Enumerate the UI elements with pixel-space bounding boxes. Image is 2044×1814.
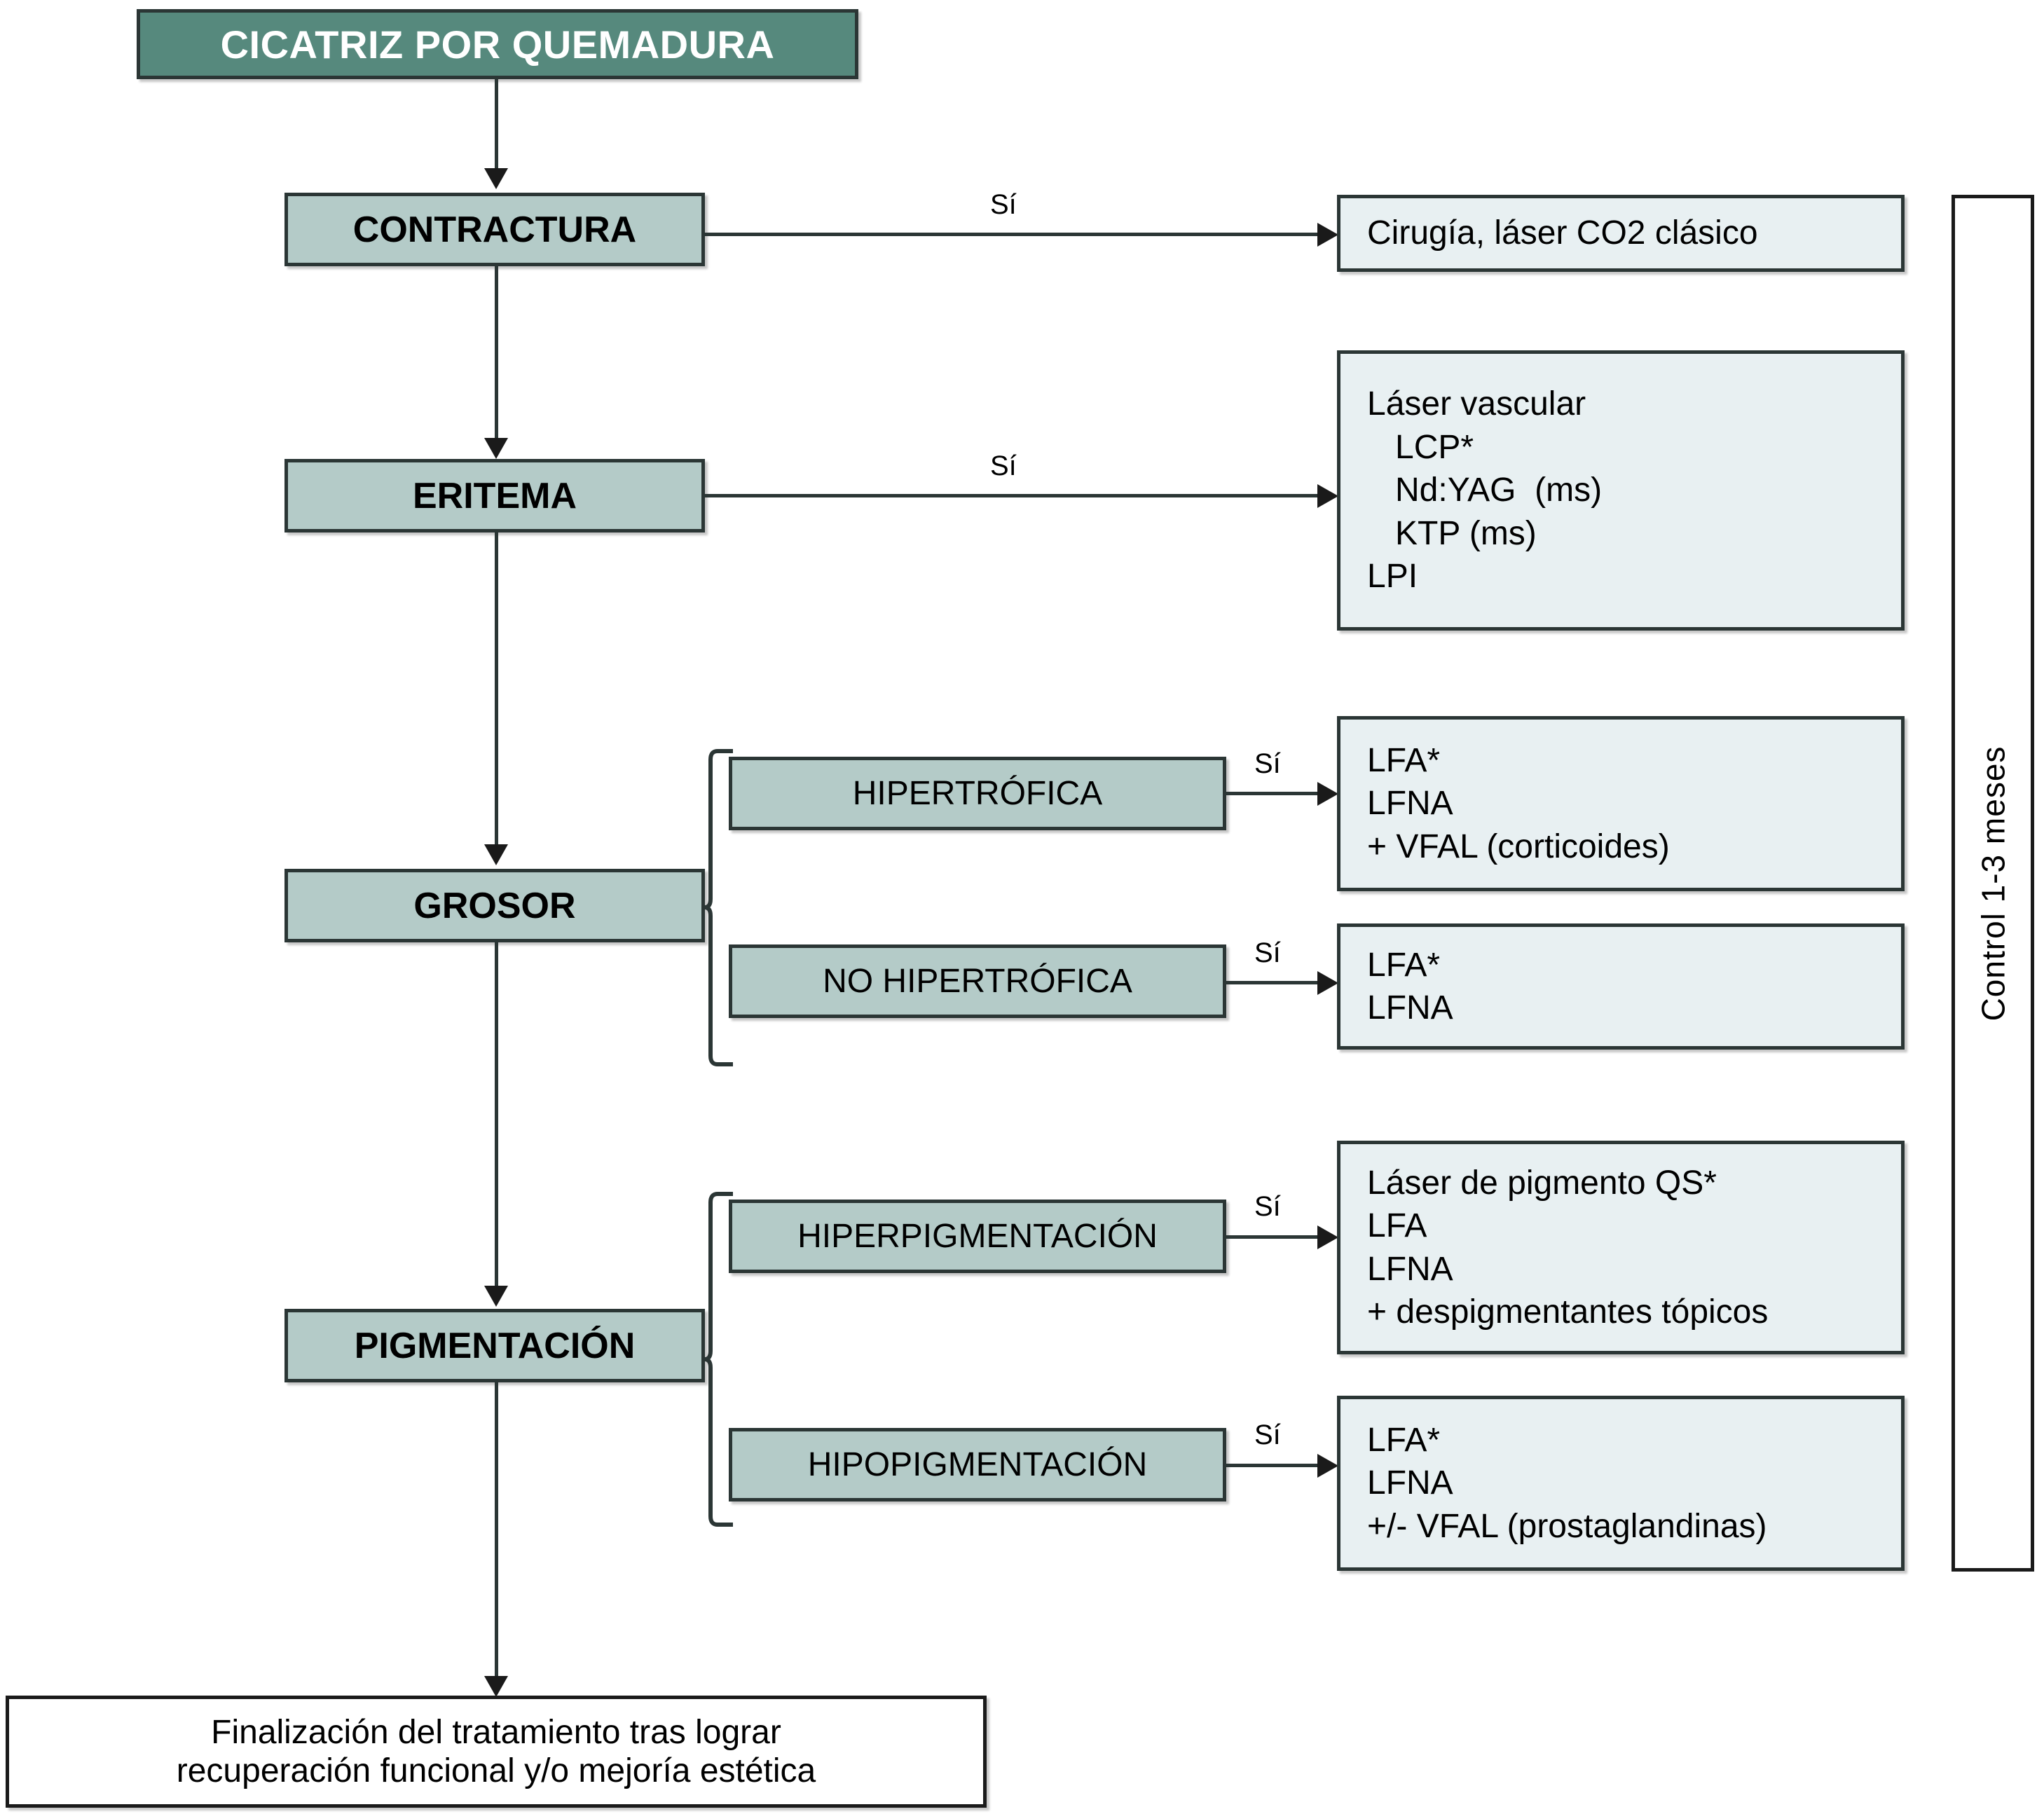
- treatment-box-hiperpigmentacion: Láser de pigmento QS* LFA LFNA + despigm…: [1337, 1141, 1905, 1354]
- subnode-box-hipopigmentacion[interactable]: HIPOPIGMENTACIÓN: [729, 1428, 1226, 1502]
- final-outcome-box: Finalización del tratamiento tras lograr…: [6, 1696, 987, 1808]
- connector-no-hipertrofica-to-treatment: [1226, 981, 1324, 984]
- connector-hipertrofica-to-treatment: [1226, 792, 1324, 795]
- arrow-eritema-to-treatment: [1317, 484, 1338, 508]
- final-line-2: recuperación funcional y/o mejoría estét…: [176, 1752, 816, 1789]
- stage-box-contractura[interactable]: CONTRACTURA: [284, 193, 705, 266]
- treatment-box-contractura: Cirugía, láser CO2 clásico: [1337, 195, 1905, 272]
- yes-label-contractura: Sí: [990, 189, 1017, 220]
- title-label: CICATRIZ POR QUEMADURA: [220, 22, 775, 67]
- arrow-contractura-to-eritema: [484, 438, 508, 459]
- bracket-pigmentacion: [705, 1191, 736, 1527]
- yes-label-eritema: Sí: [990, 451, 1017, 481]
- treatment-text-hipopigmentacion: LFA* LFNA +/- VFAL (prostaglandinas): [1367, 1421, 1767, 1545]
- treatment-text-eritema: Láser vascular LCP* Nd:YAG (ms) KTP (ms)…: [1367, 385, 1603, 596]
- connector-hipopigmentacion-to-treatment: [1226, 1464, 1324, 1467]
- arrow-pigmentacion-to-final: [484, 1676, 508, 1697]
- yes-label-hipopigmentacion: Sí: [1254, 1420, 1281, 1450]
- yes-label-hipertrofica: Sí: [1254, 748, 1281, 779]
- arrow-contractura-to-treatment: [1317, 223, 1338, 247]
- bracket-grosor: [705, 748, 736, 1067]
- stage-box-grosor[interactable]: GROSOR: [284, 869, 705, 942]
- arrow-title-to-contractura: [484, 168, 508, 189]
- connector-contractura-to-eritema: [495, 266, 498, 445]
- arrow-hiperpigmentacion-to-treatment: [1317, 1225, 1338, 1249]
- treatment-text-hipertrofica: LFA* LFNA + VFAL (corticoides): [1367, 741, 1670, 865]
- stage-label-contractura: CONTRACTURA: [352, 209, 637, 250]
- arrow-grosor-to-pigmentacion: [484, 1286, 508, 1307]
- control-period-label: Control 1-3 meses: [1975, 745, 2012, 1021]
- subnode-box-no-hipertrofica[interactable]: NO HIPERTRÓFICA: [729, 944, 1226, 1018]
- stage-label-eritema: ERITEMA: [413, 475, 577, 516]
- stage-box-pigmentacion[interactable]: PIGMENTACIÓN: [284, 1309, 705, 1382]
- stage-box-eritema[interactable]: ERITEMA: [284, 459, 705, 532]
- treatment-box-no-hipertrofica: LFA* LFNA: [1337, 923, 1905, 1050]
- treatment-box-hipertrofica: LFA* LFNA + VFAL (corticoides): [1337, 716, 1905, 891]
- connector-pigmentacion-to-final: [495, 1382, 498, 1684]
- connector-contractura-to-treatment: [705, 233, 1324, 236]
- arrow-eritema-to-grosor: [484, 844, 508, 865]
- subnode-label-hipopigmentacion: HIPOPIGMENTACIÓN: [807, 1446, 1148, 1483]
- subnode-label-hiperpigmentacion: HIPERPIGMENTACIÓN: [797, 1218, 1158, 1255]
- stage-label-pigmentacion: PIGMENTACIÓN: [354, 1325, 636, 1366]
- yes-label-hiperpigmentacion: Sí: [1254, 1191, 1281, 1222]
- treatment-box-eritema: Láser vascular LCP* Nd:YAG (ms) KTP (ms)…: [1337, 350, 1905, 631]
- stage-label-grosor: GROSOR: [413, 885, 576, 926]
- arrow-hipopigmentacion-to-treatment: [1317, 1454, 1338, 1478]
- treatment-text-hiperpigmentacion: Láser de pigmento QS* LFA LFNA + despigm…: [1367, 1164, 1769, 1331]
- subnode-label-hipertrofica: HIPERTRÓFICA: [852, 775, 1103, 812]
- connector-hiperpigmentacion-to-treatment: [1226, 1235, 1324, 1239]
- subnode-box-hiperpigmentacion[interactable]: HIPERPIGMENTACIÓN: [729, 1200, 1226, 1273]
- connector-eritema-to-grosor: [495, 532, 498, 851]
- arrow-no-hipertrofica-to-treatment: [1317, 971, 1338, 995]
- subnode-label-no-hipertrofica: NO HIPERTRÓFICA: [823, 963, 1132, 1000]
- final-line-1: Finalización del tratamiento tras lograr: [211, 1714, 781, 1751]
- control-period-panel: Control 1-3 meses: [1952, 195, 2034, 1572]
- connector-title-to-contractura: [495, 79, 498, 173]
- treatment-box-hipopigmentacion: LFA* LFNA +/- VFAL (prostaglandinas): [1337, 1396, 1905, 1571]
- subnode-box-hipertrofica[interactable]: HIPERTRÓFICA: [729, 757, 1226, 830]
- title-box-cicatriz-por-quemadura: CICATRIZ POR QUEMADURA: [137, 9, 858, 79]
- arrow-hipertrofica-to-treatment: [1317, 782, 1338, 806]
- treatment-text-no-hipertrofica: LFA* LFNA: [1367, 946, 1453, 1026]
- yes-label-no-hipertrofica: Sí: [1254, 937, 1281, 968]
- connector-grosor-to-pigmentacion: [495, 942, 498, 1293]
- connector-eritema-to-treatment: [705, 494, 1324, 497]
- treatment-text-contractura: Cirugía, láser CO2 clásico: [1367, 214, 1758, 252]
